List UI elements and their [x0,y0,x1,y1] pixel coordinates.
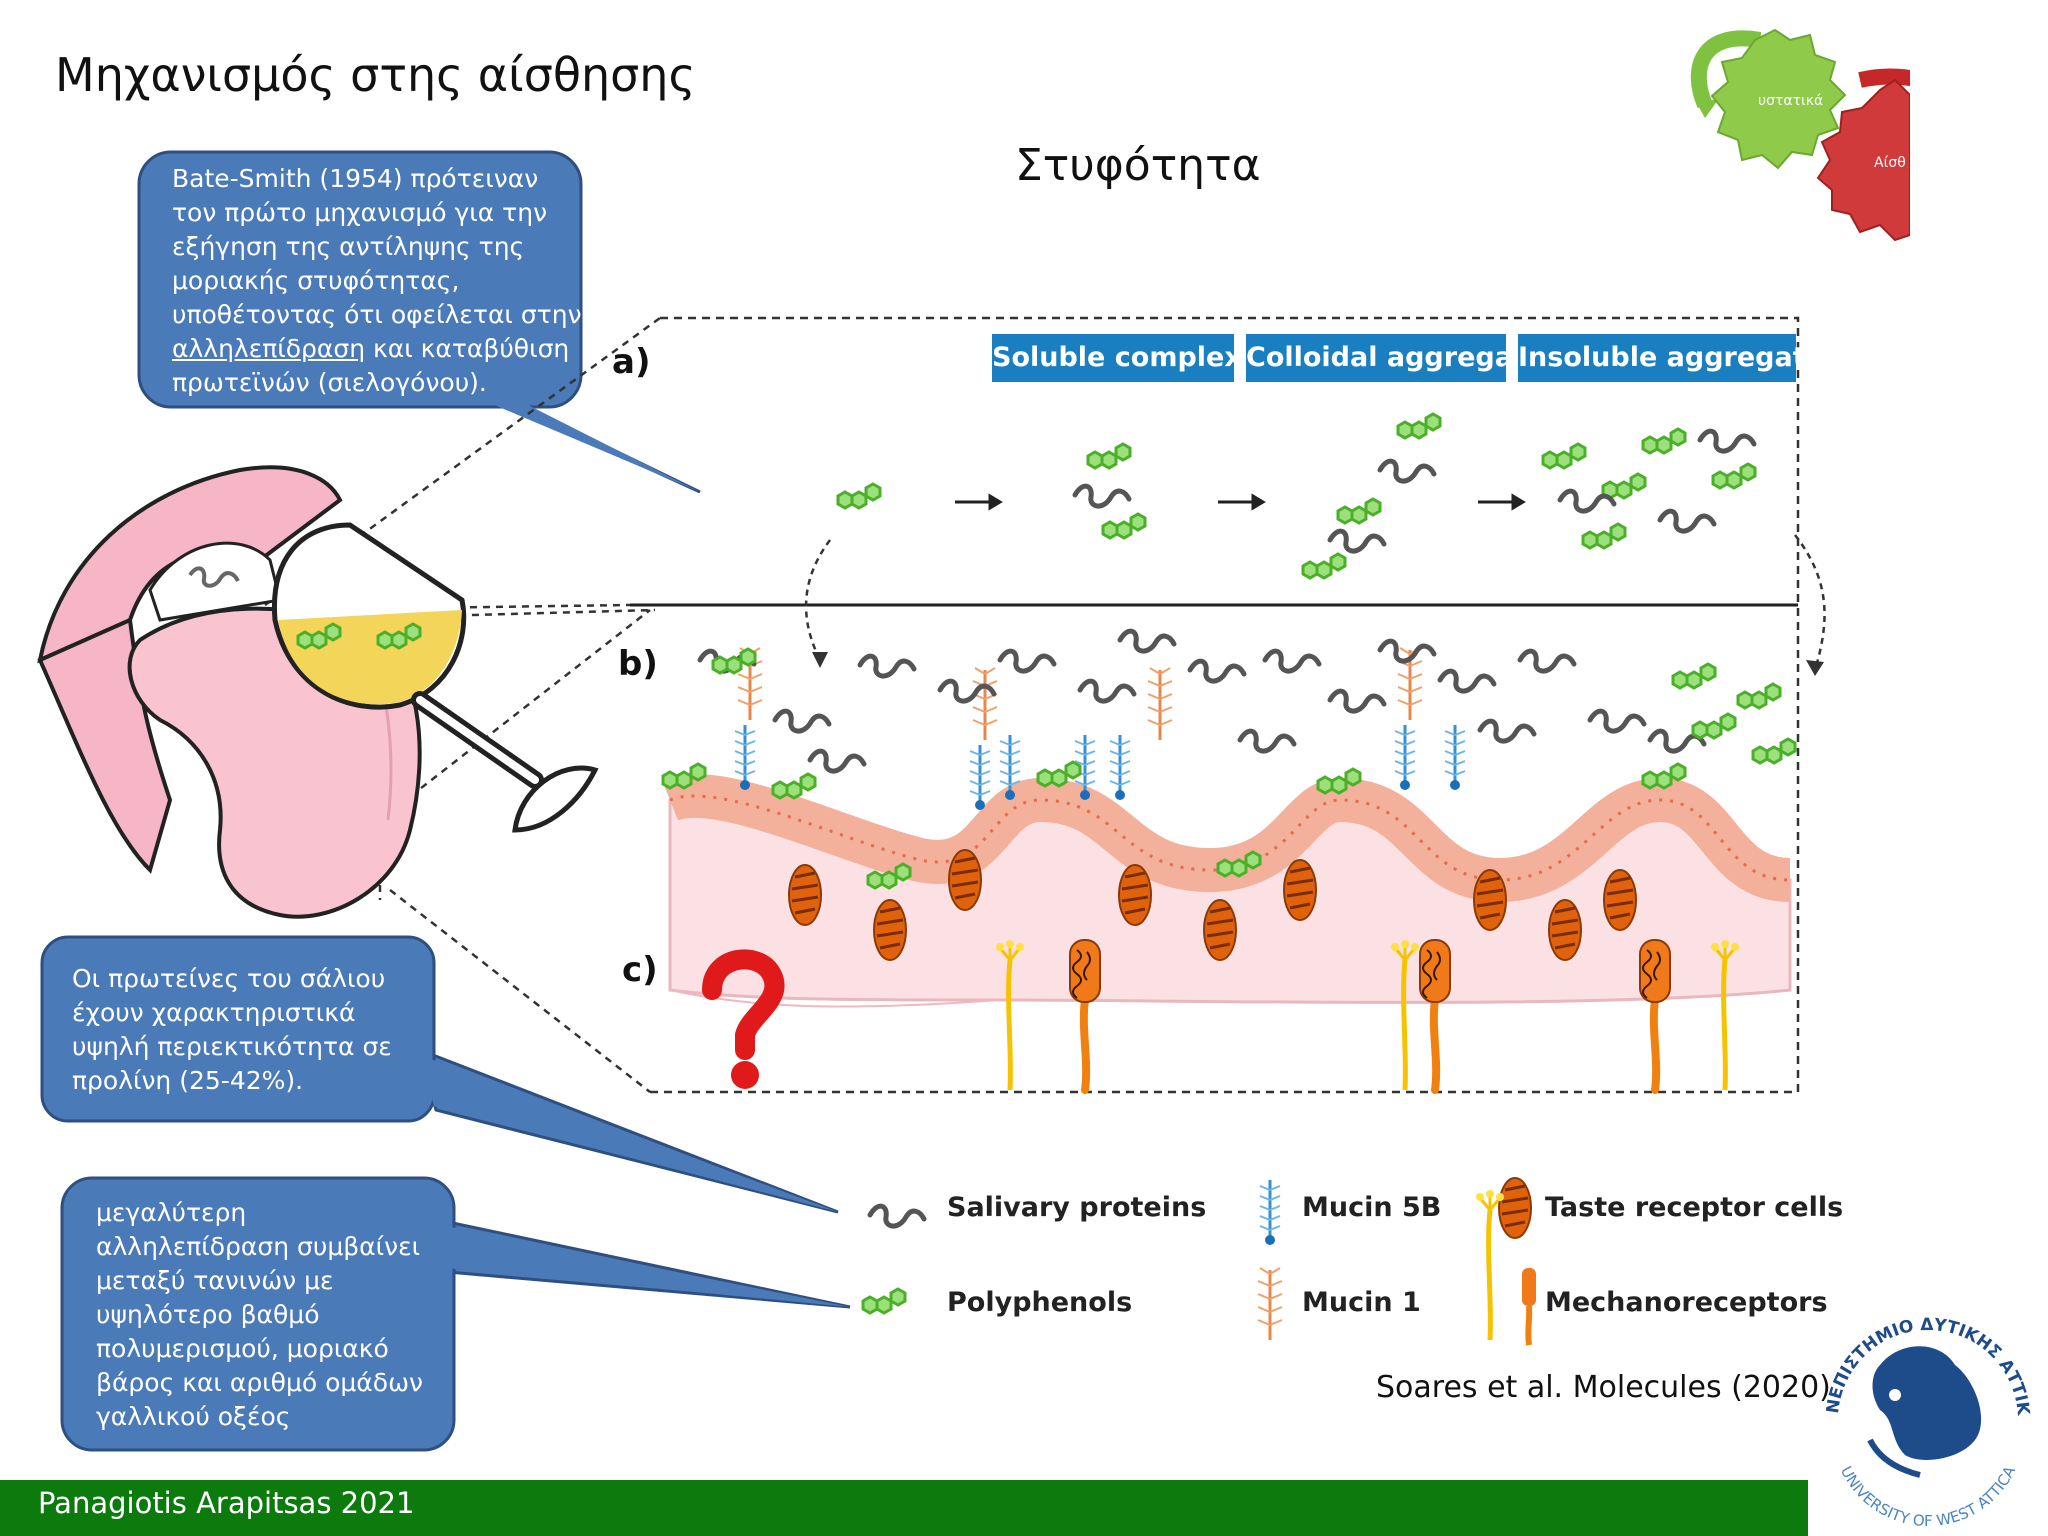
legend-mechanoreceptors: Mechanoreceptors [1545,1287,1828,1318]
question-mark-icon [702,949,785,1089]
callout-bottom-line-5: πολυμερισμού, μοριακό [96,1334,389,1363]
callout-middle-text: Οι πρωτείνες του σάλιου έχουν χαρακτηρισ… [72,962,392,1098]
transition-arrows [804,534,1826,671]
callout-bottom-text: μεγαλύτερη αλληλεπίδραση συμβαίνει μεταξ… [96,1196,423,1434]
panel-a-molecules [836,412,1757,580]
legend-symbols [861,1176,1536,1346]
callout-middle-line-1: Οι πρωτείνες του σάλιου [72,964,386,993]
footer-bar [0,1480,1808,1536]
callout-bubble-top [137,150,701,494]
panel-label-a: a) [612,342,651,382]
callout-top-underlined: αλληλεπίδραση [172,334,366,363]
callout-top-line-1: Bate-Smith (1954) πρότειναν [172,164,539,193]
callout-top-line-3: εξήγηση της αντίληψης της [172,232,525,261]
epithelium [661,774,1792,1008]
callout-middle-line-4: προλίνη (25-42%). [72,1066,304,1095]
legend-taste-receptor-cells: Taste receptor cells [1545,1192,1844,1223]
callout-bubble-middle [40,935,839,1214]
callout-middle-line-2: έχουν χαρακτηριστικά [72,998,356,1027]
callout-top-line-2: τον πρώτο μηχανισμό για την [172,198,548,227]
panel-label-b: b) [618,644,658,684]
legend-polyphenols: Polyphenols [947,1287,1133,1318]
callout-middle-line-3: υψηλή περιεκτικότητα σε [72,1032,392,1061]
legend-mucin-5b: Mucin 5B [1302,1192,1442,1223]
callout-top-line-6-rest: και καταβύθιση [365,334,570,363]
callout-top-line-6: αλληλεπίδραση και καταβύθιση [172,332,582,366]
callout-bottom-line-4: υψηλότερο βαθμό [96,1300,320,1329]
header-insoluble-aggregates: Insoluble aggregates [1518,334,1840,382]
nav-graphic [1690,28,2048,270]
callout-top-text: Bate-Smith (1954) πρότειναν τον πρώτο μη… [172,162,582,400]
legend-mucin-1: Mucin 1 [1302,1287,1421,1318]
callout-top-line-4: μοριακής στυφότητας, [172,266,460,295]
nav-green-label[interactable]: υστατικά [1758,93,1824,109]
callout-bubble-bottom [60,1176,851,1452]
callout-bottom-line-2: αλληλεπίδραση συμβαίνει [96,1232,421,1261]
callout-bottom-line-3: μεταξύ τανινών με [96,1266,334,1295]
callout-bottom-line-7: γαλλικού οξέος [96,1402,291,1431]
header-soluble-complexes: Soluble complexes [992,334,1276,382]
footer-author: Panagiotis Arapitsas 2021 [38,1486,415,1520]
callout-top-line-7: πρωτεϊνών (σιελογόνου). [172,368,487,397]
nav-red-label[interactable]: Αίσθ [1874,155,1906,171]
slide-subtitle: Στυφότητα [1015,140,1261,191]
legend-salivary-proteins: Salivary proteins [947,1192,1207,1223]
callout-top-line-5: υποθέτοντας ότι οφείλεται στην [172,300,582,329]
slide-title: Μηχανισμός στης αίσθησης [55,48,696,102]
header-colloidal-aggregates: Colloidal aggregates [1246,334,1560,382]
panel-label-c: c) [622,950,658,990]
callout-bottom-line-6: βάρος και αριθμό ομάδων [96,1368,423,1397]
citation: Soares et al. Molecules (2020) [1376,1370,1831,1405]
wine-glass [271,522,599,833]
callout-bottom-line-1: μεγαλύτερη [96,1198,247,1227]
reaction-arrows [955,493,1526,511]
